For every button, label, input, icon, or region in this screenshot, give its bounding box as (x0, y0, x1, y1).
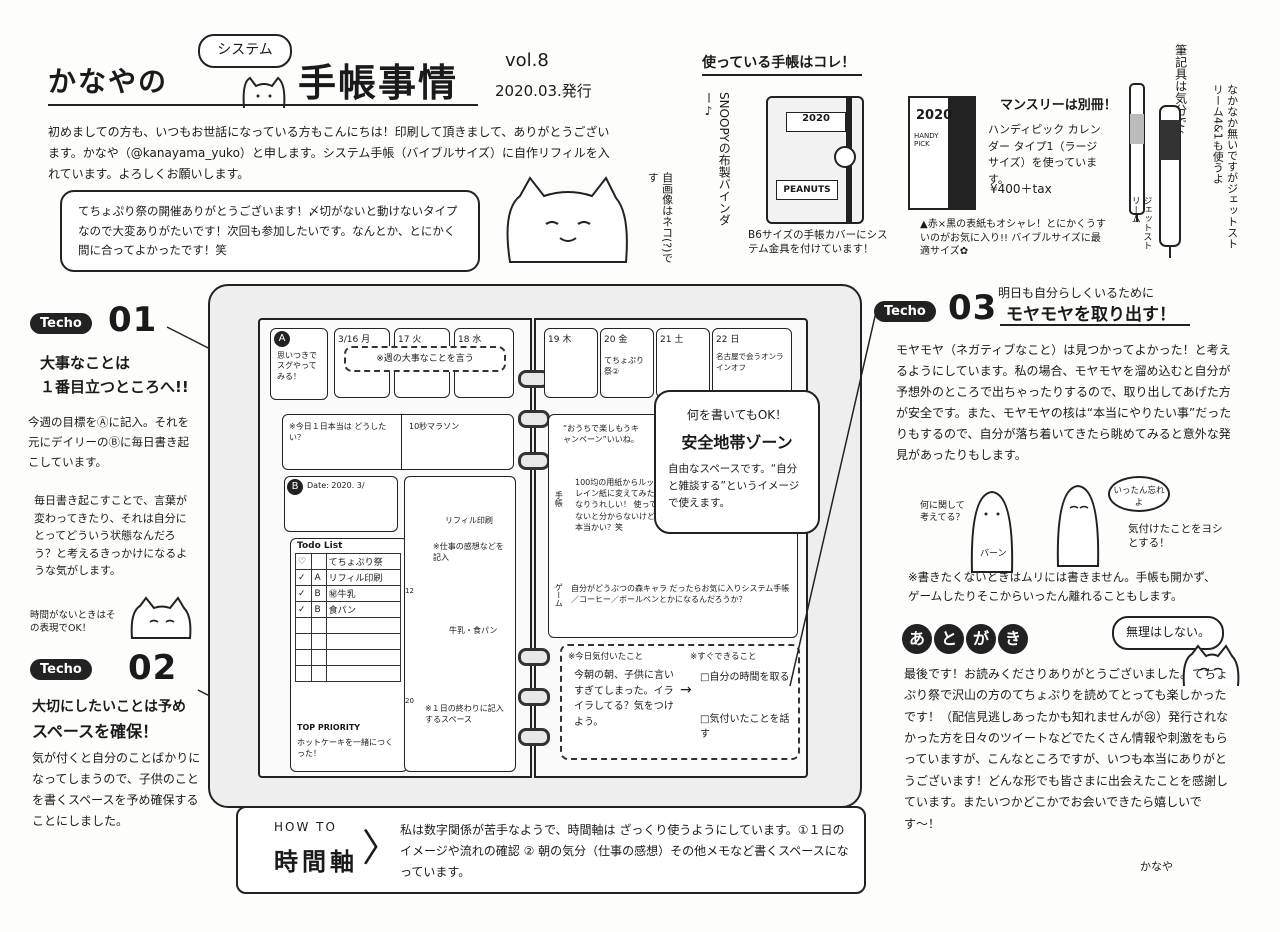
note-yoshi: 気付けたことをヨシとする！ (1128, 523, 1223, 550)
page-title: 手帳事情 (298, 61, 459, 105)
day-cell: 21 土 (656, 328, 710, 398)
pen-icon (1122, 74, 1152, 224)
techo03-text: モヤモヤ（ネガティブなこと）は見つかってよかった！と考えるようにしています。私の… (896, 343, 1232, 462)
divider (702, 74, 862, 76)
week-goal-box: ※週の大事なことを言う (344, 346, 506, 372)
table-row (294, 617, 402, 634)
intro-speech-bubble: てちょぷり祭の開催ありがとうございます！〆切がないと動けないタイプなので大変あり… (60, 190, 480, 272)
techo02-badge: Techo (30, 658, 92, 680)
binder-ring (518, 452, 550, 470)
techo03-heading: モヤモヤを取り出す！ (1006, 305, 1176, 325)
atogaki-sign: かなや (1140, 860, 1173, 873)
techo03-note: ※書きたくないときはムリには書きません。手帳も開かず、ゲームしたりそこからいった… (908, 570, 1216, 603)
techo01-heading-1: 大事なことは (40, 354, 131, 372)
binder-label: SNOOPYの布製バインダー♪ (701, 92, 732, 226)
cat-icon (236, 70, 292, 110)
techo01-badge: Techo (30, 312, 92, 334)
day-cell: 22 日名古屋で会うオンラインオフ (712, 328, 792, 398)
volume-label: vol.8 (505, 50, 549, 71)
pen-label: ジェットストリーム (1129, 196, 1152, 250)
techo01-cat-note: 時間がないときはその表現でOK！ (30, 610, 116, 634)
techo02-number: 02 (128, 648, 178, 688)
title-bubble: システム (198, 34, 292, 68)
arrow-right-icon: → (680, 682, 692, 698)
techo02-heading-2: スペースを確保！ (32, 722, 159, 741)
divider (1000, 324, 1190, 326)
day-cell: 19 木 (544, 328, 598, 398)
techo03-sub: 明日も自分らしくいるために (998, 286, 1155, 300)
chevron-right-icon: 〉 (362, 826, 401, 870)
techo01-text-2: 毎日書き起こすことで、言葉が変わってきたり、それは自分にとってどういう状態なんだ… (34, 494, 188, 578)
safe-zone-callout: 何を書いてもOK！ 安全地帯ゾーン 自由なスペースです。“自分と雑談する”という… (654, 390, 820, 534)
monthly-detail: ハンディピック カレンダー タイプ1（ラージサイズ）を使っています。 (988, 123, 1101, 186)
pen-icon-2 (1150, 100, 1190, 260)
cat-self-portrait-icon (498, 170, 638, 270)
monthly-calendar-illustration: 2020 HANDY PICK (908, 96, 976, 210)
table-row (294, 649, 402, 666)
techo03-number: 03 (948, 288, 998, 328)
no-overdo-bubble: 無理はしない。 (1112, 616, 1224, 650)
atogaki-heading: あとがき (902, 624, 1028, 654)
table-row: ♡てちょぷり祭 (294, 553, 402, 570)
techo01-number: 01 (108, 300, 158, 340)
binder-caption: B6サイズの手帳カバーにシステム金具を付けています！ (748, 229, 888, 256)
table-row (294, 665, 402, 682)
title-underline (48, 104, 478, 106)
weekly-goal-a: A 思いつきでスグやってみる！ (270, 328, 328, 400)
daily-header: ※今日１日本当は どうしたい？ 10秒マラソン (282, 414, 514, 470)
table-row (294, 633, 402, 650)
techo03-badge: Techo (874, 300, 936, 322)
person-label: バーン (980, 549, 1007, 559)
techo03-pointer (788, 310, 878, 690)
techo01-heading-2: １番目立つところへ!! (40, 378, 189, 396)
daily-b-date: B Date: 2020. 3/ (284, 476, 398, 532)
monthly-caption: ▲赤×黒の表紙もオシャレ！とにかくうすいのがお気に入り!! バイブルサイズに最適… (920, 219, 1106, 257)
intro-text: 初めましての方も、いつもお世話になっている方もこんにちは！印刷して頂きまして、あ… (48, 125, 610, 181)
binder-ring (518, 728, 550, 746)
howto-box: HOW TO 時間軸 〉 私は数字関係が苦手なようで、時間軸は ざっくり使うよう… (236, 806, 866, 894)
techo02-heading-1: 大切にしたいことは予め (32, 699, 186, 715)
binder-ring (518, 688, 550, 706)
cloud-label-1: 何に関して考えてる？ (920, 501, 965, 524)
cloud-bubble: いったん忘れよ (1108, 476, 1170, 512)
cat-note: 自画像はネコ(?)です (646, 172, 674, 264)
monthly-price: ¥400＋tax (990, 182, 1052, 196)
techo02-text: 気が付くと自分のことばかりになってしまうので、子供のことを書くスペースを予め確保… (32, 751, 201, 828)
cat-icon (1180, 644, 1240, 688)
person-icon (962, 484, 1022, 574)
monthly-heading: マンスリーは別冊！ (1000, 98, 1117, 113)
time-axis-column: 12 20 リフィル印刷 ※仕事の感想などを記入 牛乳・食パン ※１日の終わりに… (404, 476, 516, 772)
binder-ring (518, 410, 550, 428)
binder-cover-illustration: 2020 PEANUTS (766, 96, 864, 224)
awareness-box: ※今日気付いたこと 今朝の朝、子供に言いすぎてしまった。イライラしてる？気をつけ… (560, 644, 800, 760)
atogaki-text: 最後です！お読みくださりありがとうございました。てちょぷり祭で沢山の方のてちょぷ… (904, 667, 1229, 831)
pen-note-2: なかなか無いですがジェットストリーム4&1も使うよ (1211, 84, 1239, 249)
notebook-heading: 使っている手帳はコレ！ (702, 55, 856, 71)
binder-ring (518, 648, 550, 666)
person-icon (1050, 478, 1106, 568)
author-prefix: かなやの (48, 65, 169, 98)
issue-date: 2020.03.発行 (495, 82, 592, 100)
day-cell: 20 金てちょぷり祭② (600, 328, 654, 398)
techo01-text: 今週の目標をⒶに記入。それを元にデイリーのⒷに毎日書き起こしています。 (28, 415, 189, 470)
small-cat-icon (126, 596, 196, 640)
